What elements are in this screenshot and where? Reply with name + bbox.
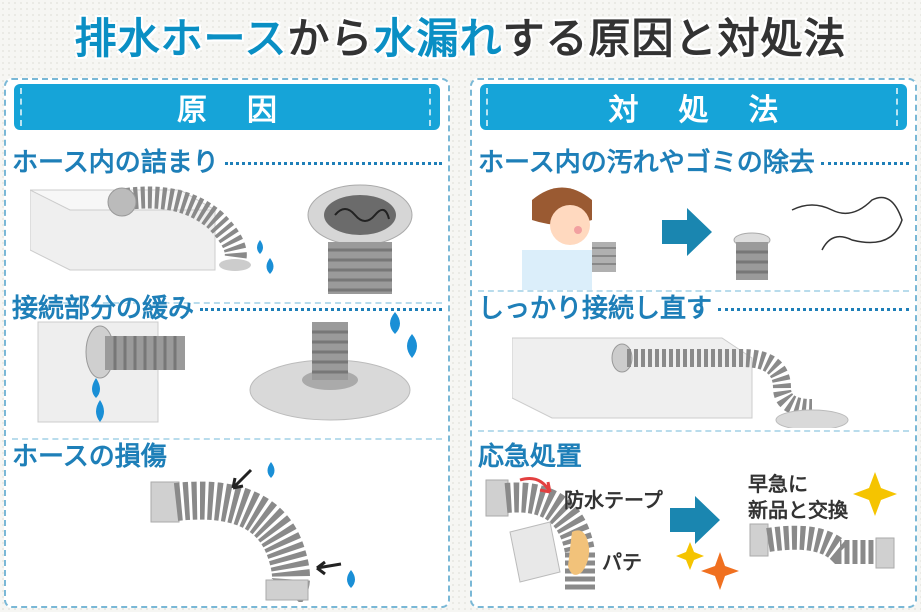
water-drop-icon (267, 462, 275, 478)
water-drop-icon (92, 378, 100, 398)
solution-clean-title: ホース内の汚れやゴミの除去 (478, 148, 815, 178)
clogged-hose-illustration (30, 184, 413, 294)
cleaning-illustration (522, 187, 903, 290)
floor-drain-icon (775, 409, 849, 428)
causes-panel: 原因 ホース内の詰まり 接続部分の緩み (4, 78, 450, 608)
debris-icon (334, 208, 390, 222)
causes-header: 原因 (14, 84, 440, 130)
replace-label-line1: 早急に (748, 472, 808, 496)
hose-icon (766, 525, 880, 564)
solution-emergency-title: 応急処置 (478, 442, 583, 472)
water-drop-icon (266, 258, 274, 274)
curved-arrow-icon (519, 477, 552, 494)
water-drop-icon (407, 334, 417, 358)
page-title: 排水ホース から 水漏れ する原因と対処法 (0, 0, 921, 70)
water-drop-icon (347, 570, 355, 588)
crack-arrow-icon (316, 560, 342, 576)
cause-damage-title: ホースの損傷 (12, 442, 167, 472)
water-drop-icon (390, 312, 400, 334)
sparkle-icon (701, 552, 739, 590)
cause-clog-section: ホース内の詰まり (12, 142, 442, 179)
reconnect-illustration (512, 337, 849, 428)
solutions-header: 対処法 (480, 84, 907, 130)
title-part1: 排水ホース (74, 13, 288, 63)
sparkle-icon (676, 542, 704, 570)
tape-label: 防水テープ (564, 488, 663, 512)
loose-connection-illustration (37, 312, 417, 423)
emergency-repair-illustration (485, 472, 897, 592)
replace-label-line2: 新品と交換 (748, 498, 848, 522)
cause-loose-title: 接続部分の緩み (12, 294, 195, 324)
water-drop-icon (257, 240, 263, 254)
cause-damage-section: ホースの損傷 (12, 436, 442, 473)
putty-label: パテ (602, 550, 642, 574)
cause-clog-title: ホース内の詰まり (12, 148, 219, 178)
solutions-panel: 対処法 ホース内の汚れやゴミの除去 しっかり接続し直す (470, 78, 917, 608)
solution-reconnect-section: しっかり接続し直す (478, 288, 909, 325)
arrow-right-icon (662, 208, 712, 256)
solution-emergency-section: 応急処置 (478, 436, 909, 473)
damaged-hose-illustration (150, 462, 355, 602)
cleaning-wire-icon (791, 196, 903, 251)
title-part2: から (287, 13, 374, 63)
title-part4: する原因と対処法 (502, 13, 847, 63)
solution-reconnect-title: しっかり接続し直す (478, 294, 713, 324)
waterproof-tape-icon (509, 521, 561, 583)
sparkle-icon (853, 472, 897, 516)
crack-arrow-icon (231, 468, 253, 490)
water-drop-icon (96, 400, 104, 422)
washing-machine-icon (512, 337, 753, 419)
arrow-right-icon (670, 496, 720, 544)
hose-icon (173, 481, 310, 602)
cause-loose-section: 接続部分の緩み (12, 288, 442, 325)
putty-icon (568, 530, 590, 575)
hose-icon (118, 186, 247, 264)
title-part3: 水漏れ (373, 13, 503, 63)
solution-clean-section: ホース内の汚れやゴミの除去 (478, 142, 909, 179)
hose-icon (627, 349, 813, 417)
